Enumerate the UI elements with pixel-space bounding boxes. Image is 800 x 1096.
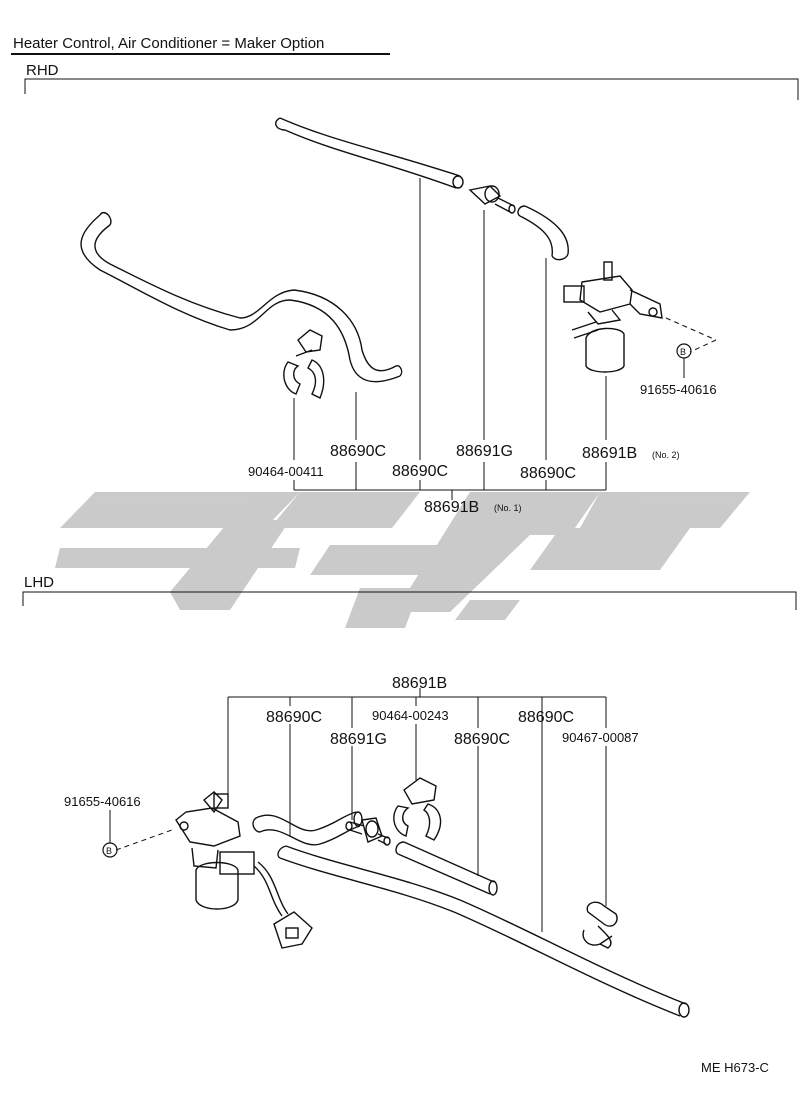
rhd-section-frame: [24, 78, 799, 100]
lhd-part-91655-40616: 91655-40616: [64, 794, 141, 809]
lhd-part-88690C-b: 88690C: [518, 709, 574, 726]
figure-code: ME H673-C: [701, 1060, 769, 1075]
rhd-part-91655-40616: 91655-40616: [640, 382, 717, 397]
rhd-callout-b: B: [680, 347, 686, 357]
rhd-vsv-valve-icon: [563, 261, 663, 373]
rhd-hose-upper: [275, 117, 464, 189]
lhd-section-label: LHD: [24, 574, 54, 591]
rhd-bolt-leader-2: [689, 339, 717, 353]
rhd-hose-short: [517, 205, 569, 261]
page-title: Heater Control, Air Conditioner = Maker …: [13, 35, 324, 52]
lhd-part-90467-00087: 90467-00087: [562, 730, 639, 745]
rhd-part-88691B-no2-note: (No. 2): [652, 450, 680, 460]
lhd-part-88691G: 88691G: [330, 731, 387, 748]
lhd-vsv-valve-icon: [175, 791, 313, 949]
lhd-hose-short: [252, 811, 363, 846]
lhd-part-88690C-a: 88690C: [266, 709, 322, 726]
watermark-logo: [55, 492, 750, 628]
lhd-bolt-leader: [115, 829, 173, 851]
lhd-clamp-icon: [582, 901, 618, 949]
rhd-part-88691B-no2: 88691B: [582, 445, 637, 462]
rhd-part-88691B-no1-note: (No. 1): [494, 503, 522, 513]
lhd-part-88691B: 88691B: [392, 675, 447, 692]
rhd-section-label: RHD: [26, 62, 59, 79]
lhd-part-88690C-c: 88690C: [454, 731, 510, 748]
lhd-section-frame: [22, 591, 797, 610]
rhd-part-88690C-b: 88690C: [392, 463, 448, 480]
rhd-clip-icon: [283, 329, 325, 399]
lhd-hose-straight: [395, 841, 498, 896]
lhd-connector-icon: [345, 817, 391, 846]
rhd-part-90464-00411: 90464-00411: [248, 464, 324, 479]
rhd-bolt-leader: [665, 317, 717, 341]
rhd-part-88690C-a: 88690C: [330, 443, 386, 460]
rhd-part-88691B-no1: 88691B: [424, 499, 479, 516]
rhd-leader-lines: [293, 178, 607, 500]
rhd-part-88691G: 88691G: [456, 443, 513, 460]
rhd-connector-icon: [468, 185, 516, 214]
lhd-part-90464-00243: 90464-00243: [372, 708, 449, 723]
rhd-hose-long: [80, 211, 403, 383]
lhd-hose-long: [277, 845, 690, 1018]
lhd-clip-icon: [393, 777, 442, 841]
lhd-callout-b: B: [106, 846, 112, 856]
lhd-leader-lines: [227, 688, 607, 932]
rhd-part-88690C-c: 88690C: [520, 465, 576, 482]
